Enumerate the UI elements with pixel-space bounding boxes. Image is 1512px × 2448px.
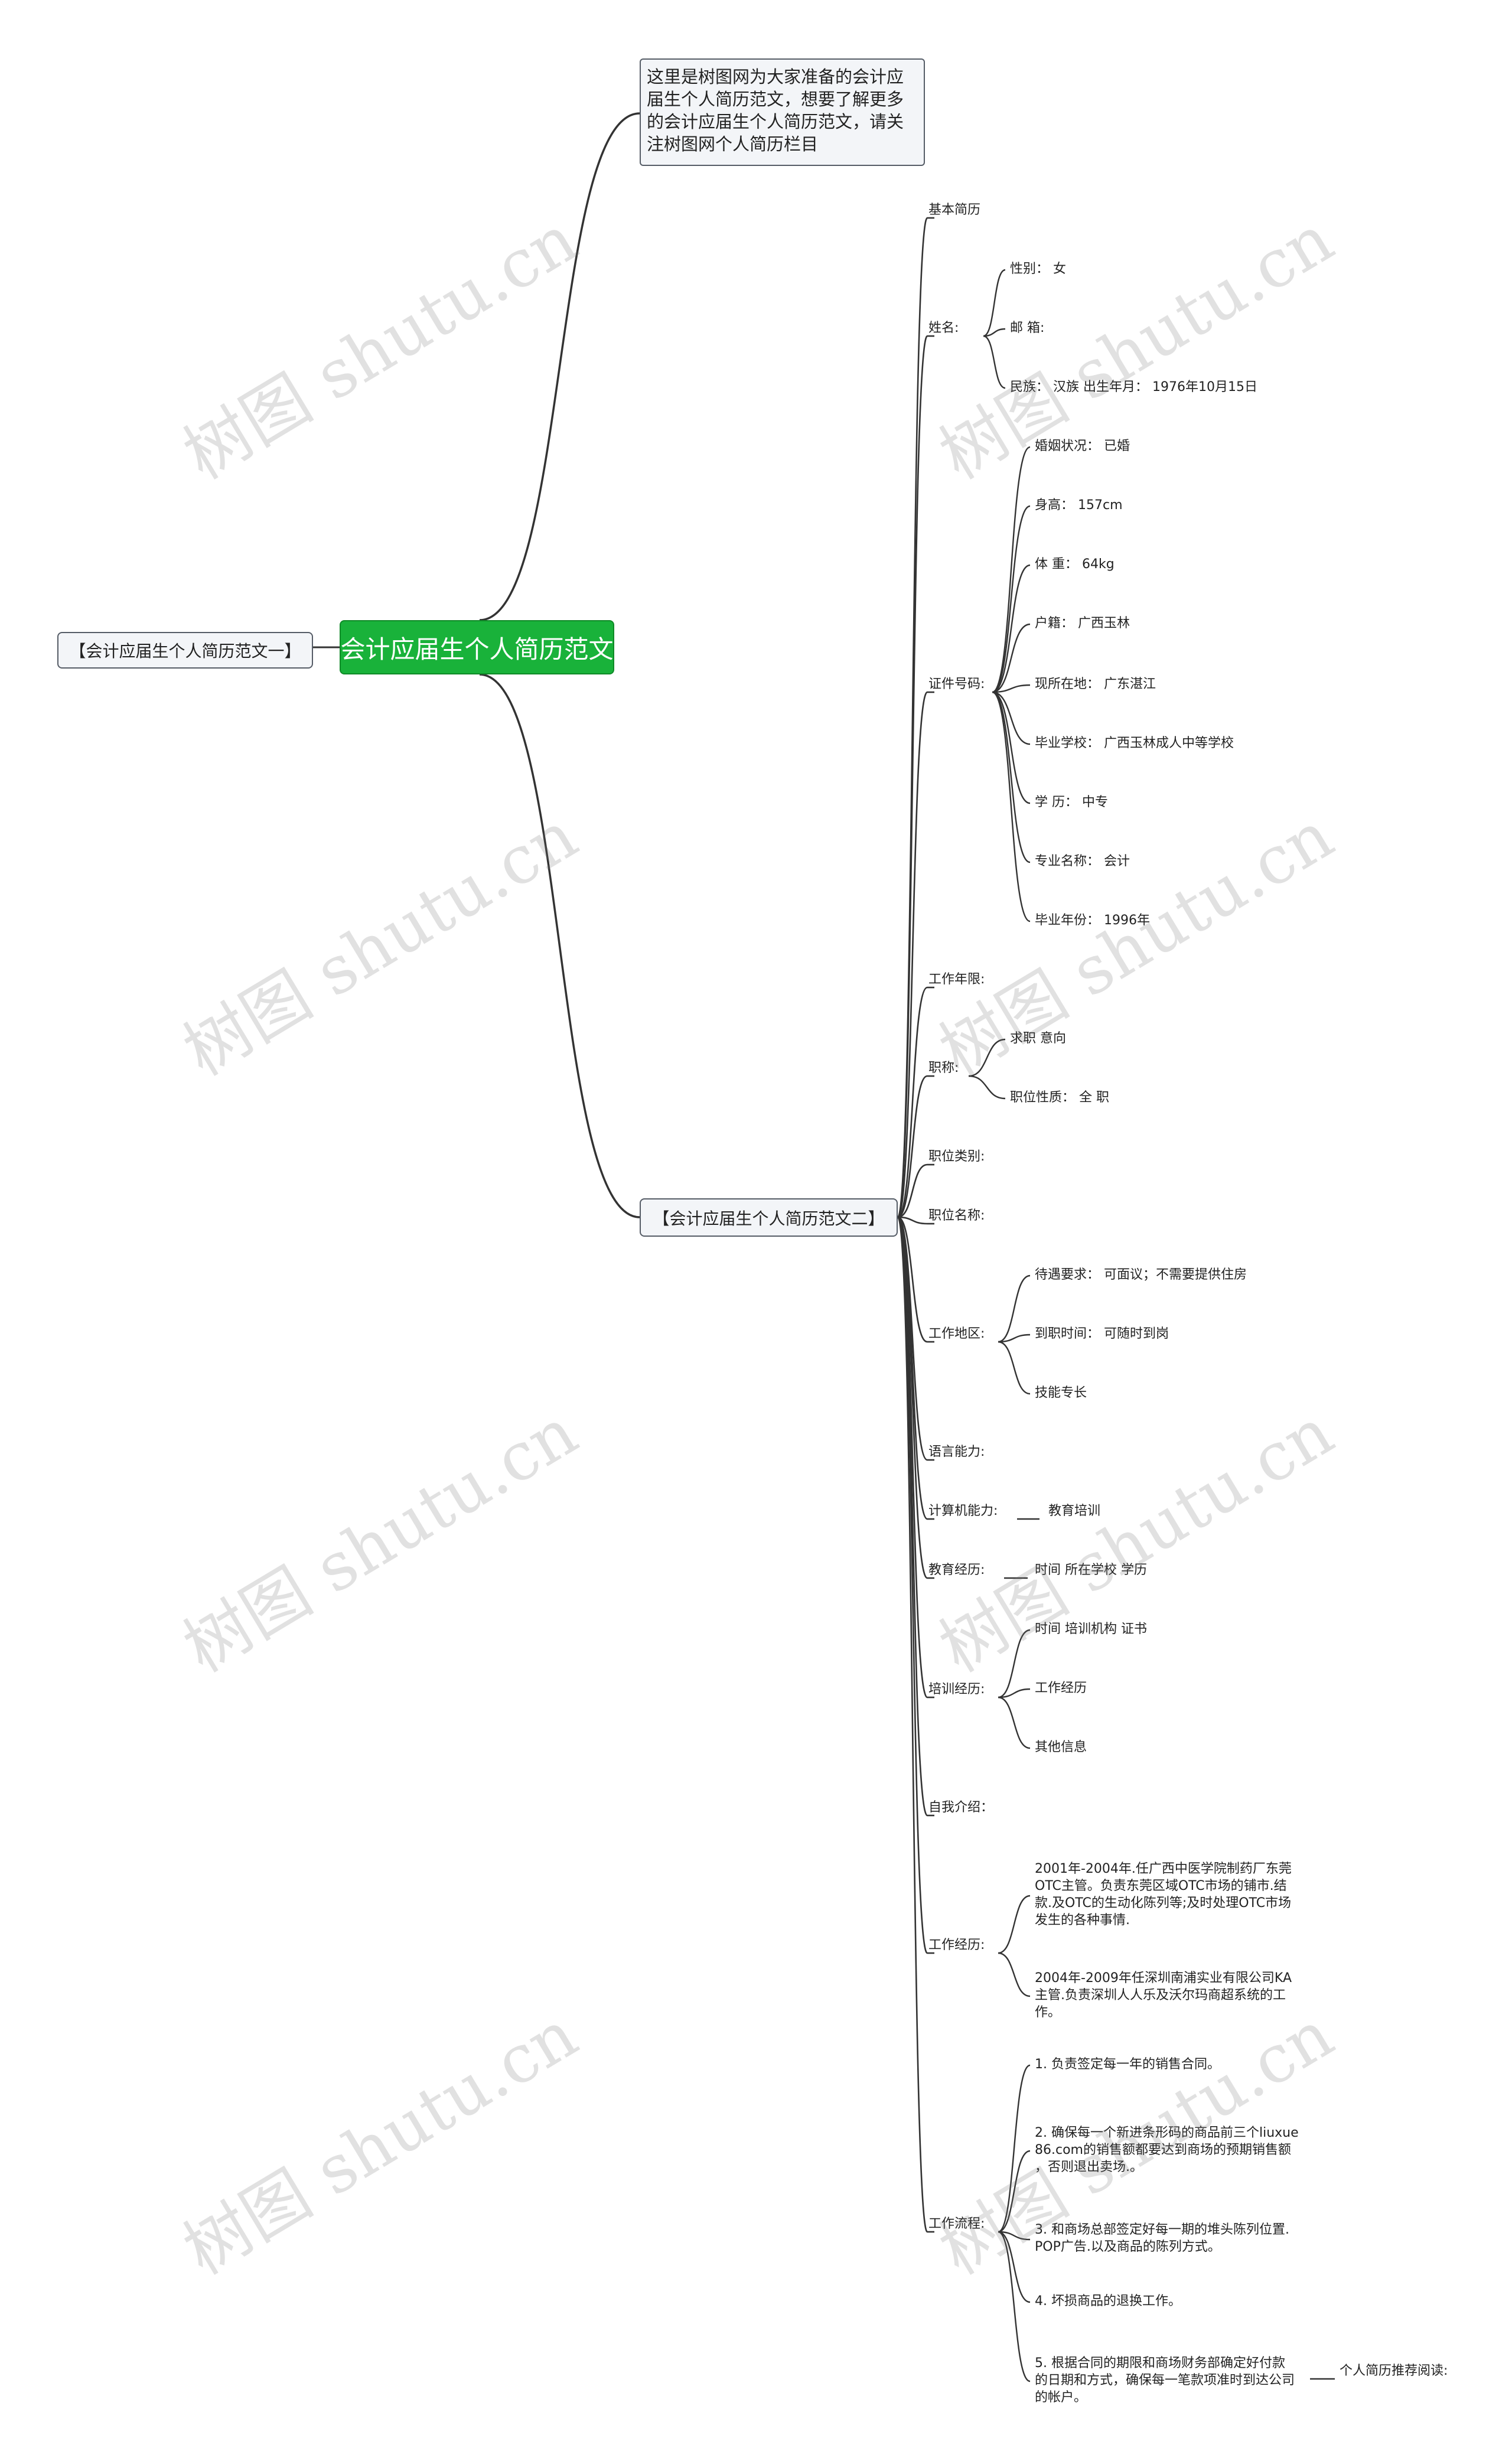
connector-line	[897, 1075, 928, 1218]
section-job-name[interactable]: 职位名称:	[928, 1208, 985, 1223]
connector-line	[968, 1075, 1006, 1100]
id-children-item[interactable]: 户籍： 广西玉林	[1035, 615, 1130, 631]
connector-line	[983, 328, 1006, 337]
connector-line	[992, 691, 1031, 923]
work-area-children-item[interactable]: 技能专长	[1035, 1385, 1087, 1400]
connector-line	[968, 1038, 1006, 1077]
section-work-process[interactable]: 工作流程:	[928, 2216, 985, 2231]
id-children-item[interactable]: 学 历： 中专	[1035, 794, 1108, 810]
computer-child[interactable]: 教育培训	[1048, 1503, 1101, 1518]
name-children-item[interactable]: 邮 箱:	[1010, 320, 1045, 335]
connector-line	[998, 1629, 1031, 1699]
connector-line	[983, 335, 1006, 389]
education-child[interactable]: 时间 所在学校 学历	[1035, 1562, 1147, 1577]
section-name[interactable]: 姓名:	[928, 320, 959, 335]
section-work-area[interactable]: 工作地区:	[928, 1326, 985, 1341]
branch-resume-two[interactable]: 【会计应届生个人简历范文二】	[640, 1198, 898, 1237]
training-children-item[interactable]: 时间 培训机构 证书	[1035, 1621, 1147, 1637]
section-basic[interactable]: 基本简历	[928, 202, 981, 217]
section-title[interactable]: 职称:	[928, 1060, 959, 1075]
connector-line	[998, 2064, 1031, 2233]
connector-line	[998, 1952, 1031, 1997]
work-area-children-item[interactable]: 到职时间： 可随时到岗	[1035, 1326, 1169, 1341]
section-education[interactable]: 教育经历:	[928, 1562, 985, 1577]
connector-line	[998, 2231, 1031, 2382]
section-language[interactable]: 语言能力:	[928, 1444, 985, 1459]
name-children-item[interactable]: 民族： 汉族 出生年月： 1976年10月15日	[1010, 379, 1257, 395]
id-children-item[interactable]: 体 重： 64kg	[1035, 556, 1115, 572]
connector-line	[897, 1216, 928, 2233]
connector-line	[998, 2231, 1031, 2303]
connector-line	[992, 684, 1031, 693]
connector-line	[998, 1334, 1031, 1343]
intro-note: 这里是树图网为大家准备的会计应 届生个人简历范文，想要了解更多 的会计应届生个人…	[640, 58, 925, 166]
experience-children-item[interactable]: 2001年-2004年.任广西中医学院制药厂东莞 OTC主管。负责东莞区域OTC…	[1035, 1862, 1292, 1928]
connector-line	[992, 446, 1031, 693]
connector-line	[992, 623, 1031, 693]
id-children-item[interactable]: 毕业年份： 1996年	[1035, 912, 1150, 928]
connector-line	[983, 269, 1006, 337]
process-children-item[interactable]: 1. 负责签定每一年的销售合同。	[1035, 2056, 1220, 2072]
process-children-item[interactable]: 3. 和商场总部签定好每一期的堆头陈列位置. POP广告.以及商品的陈列方式。	[1035, 2222, 1289, 2254]
connector-line	[897, 986, 928, 1218]
connector-line	[992, 564, 1031, 693]
title-children-item[interactable]: 求职 意向	[1010, 1031, 1066, 1046]
process-children-item[interactable]: 5. 根据合同的期限和商场财务部确定好付款 的日期和方式，确保每一笔款项准时到达…	[1035, 2355, 1295, 2405]
id-children-item[interactable]: 婚姻状况： 已婚	[1035, 438, 1130, 454]
connector-line	[998, 2150, 1031, 2233]
section-work-years[interactable]: 工作年限:	[928, 972, 985, 987]
connector-line	[992, 505, 1031, 693]
connector-line	[897, 1163, 928, 1218]
connector-line	[992, 691, 1031, 745]
branch-resume-one[interactable]: 【会计应届生个人简历范文一】	[57, 632, 313, 669]
connector-line	[998, 1274, 1031, 1343]
connector-line	[998, 1895, 1031, 1954]
connector-line	[992, 691, 1031, 804]
connector-line	[992, 691, 1031, 863]
process-tail[interactable]: 个人简历推荐阅读:	[1340, 2363, 1448, 2378]
section-id-number[interactable]: 证件号码:	[928, 676, 985, 692]
connector-line	[998, 1688, 1031, 1699]
connector-line	[897, 1216, 928, 1954]
process-children-item[interactable]: 4. 坏损商品的退换工作。	[1035, 2293, 1181, 2309]
id-children-item[interactable]: 身高： 157cm	[1035, 497, 1123, 513]
training-children-item[interactable]: 其他信息	[1035, 1739, 1087, 1755]
connector-line	[897, 1216, 928, 1225]
experience-children-item[interactable]: 2004年-2009年任深圳南浦实业有限公司KA 主管.负责深圳人人乐及沃尔玛商…	[1035, 1970, 1292, 2020]
id-children-item[interactable]: 专业名称： 会计	[1035, 853, 1130, 869]
id-children-item[interactable]: 毕业学校： 广西玉林成人中等学校	[1035, 735, 1234, 751]
id-children-item[interactable]: 现所在地： 广东湛江	[1035, 676, 1156, 692]
name-children-item[interactable]: 性别： 女	[1010, 261, 1066, 276]
connector-line	[998, 1696, 1031, 1749]
section-work-experience[interactable]: 工作经历:	[928, 1937, 985, 1952]
root-topic[interactable]: 会计应届生个人简历范文	[340, 620, 614, 674]
section-job-category[interactable]: 职位类别:	[928, 1149, 985, 1164]
work-area-children-item[interactable]: 待遇要求： 可面议；不需要提供住房	[1035, 1267, 1247, 1282]
process-children-item[interactable]: 2. 确保每一个新进条形码的商品前三个liuxue 86.com的销售额都要达到…	[1035, 2125, 1299, 2175]
section-training[interactable]: 培训经历:	[928, 1681, 985, 1697]
section-computer[interactable]: 计算机能力:	[928, 1503, 998, 1518]
connector-line	[897, 335, 928, 1218]
connector-line	[897, 691, 928, 1218]
connector-line	[998, 1341, 1031, 1395]
connector-line	[998, 2231, 1031, 2241]
section-self-intro[interactable]: 自我介绍：	[928, 1800, 994, 1815]
training-children-item[interactable]: 工作经历	[1035, 1680, 1087, 1696]
connector-line	[479, 112, 640, 621]
connector-line	[897, 1216, 928, 1343]
title-children-item[interactable]: 职位性质： 全 职	[1010, 1090, 1109, 1105]
connector-line	[479, 673, 640, 1218]
